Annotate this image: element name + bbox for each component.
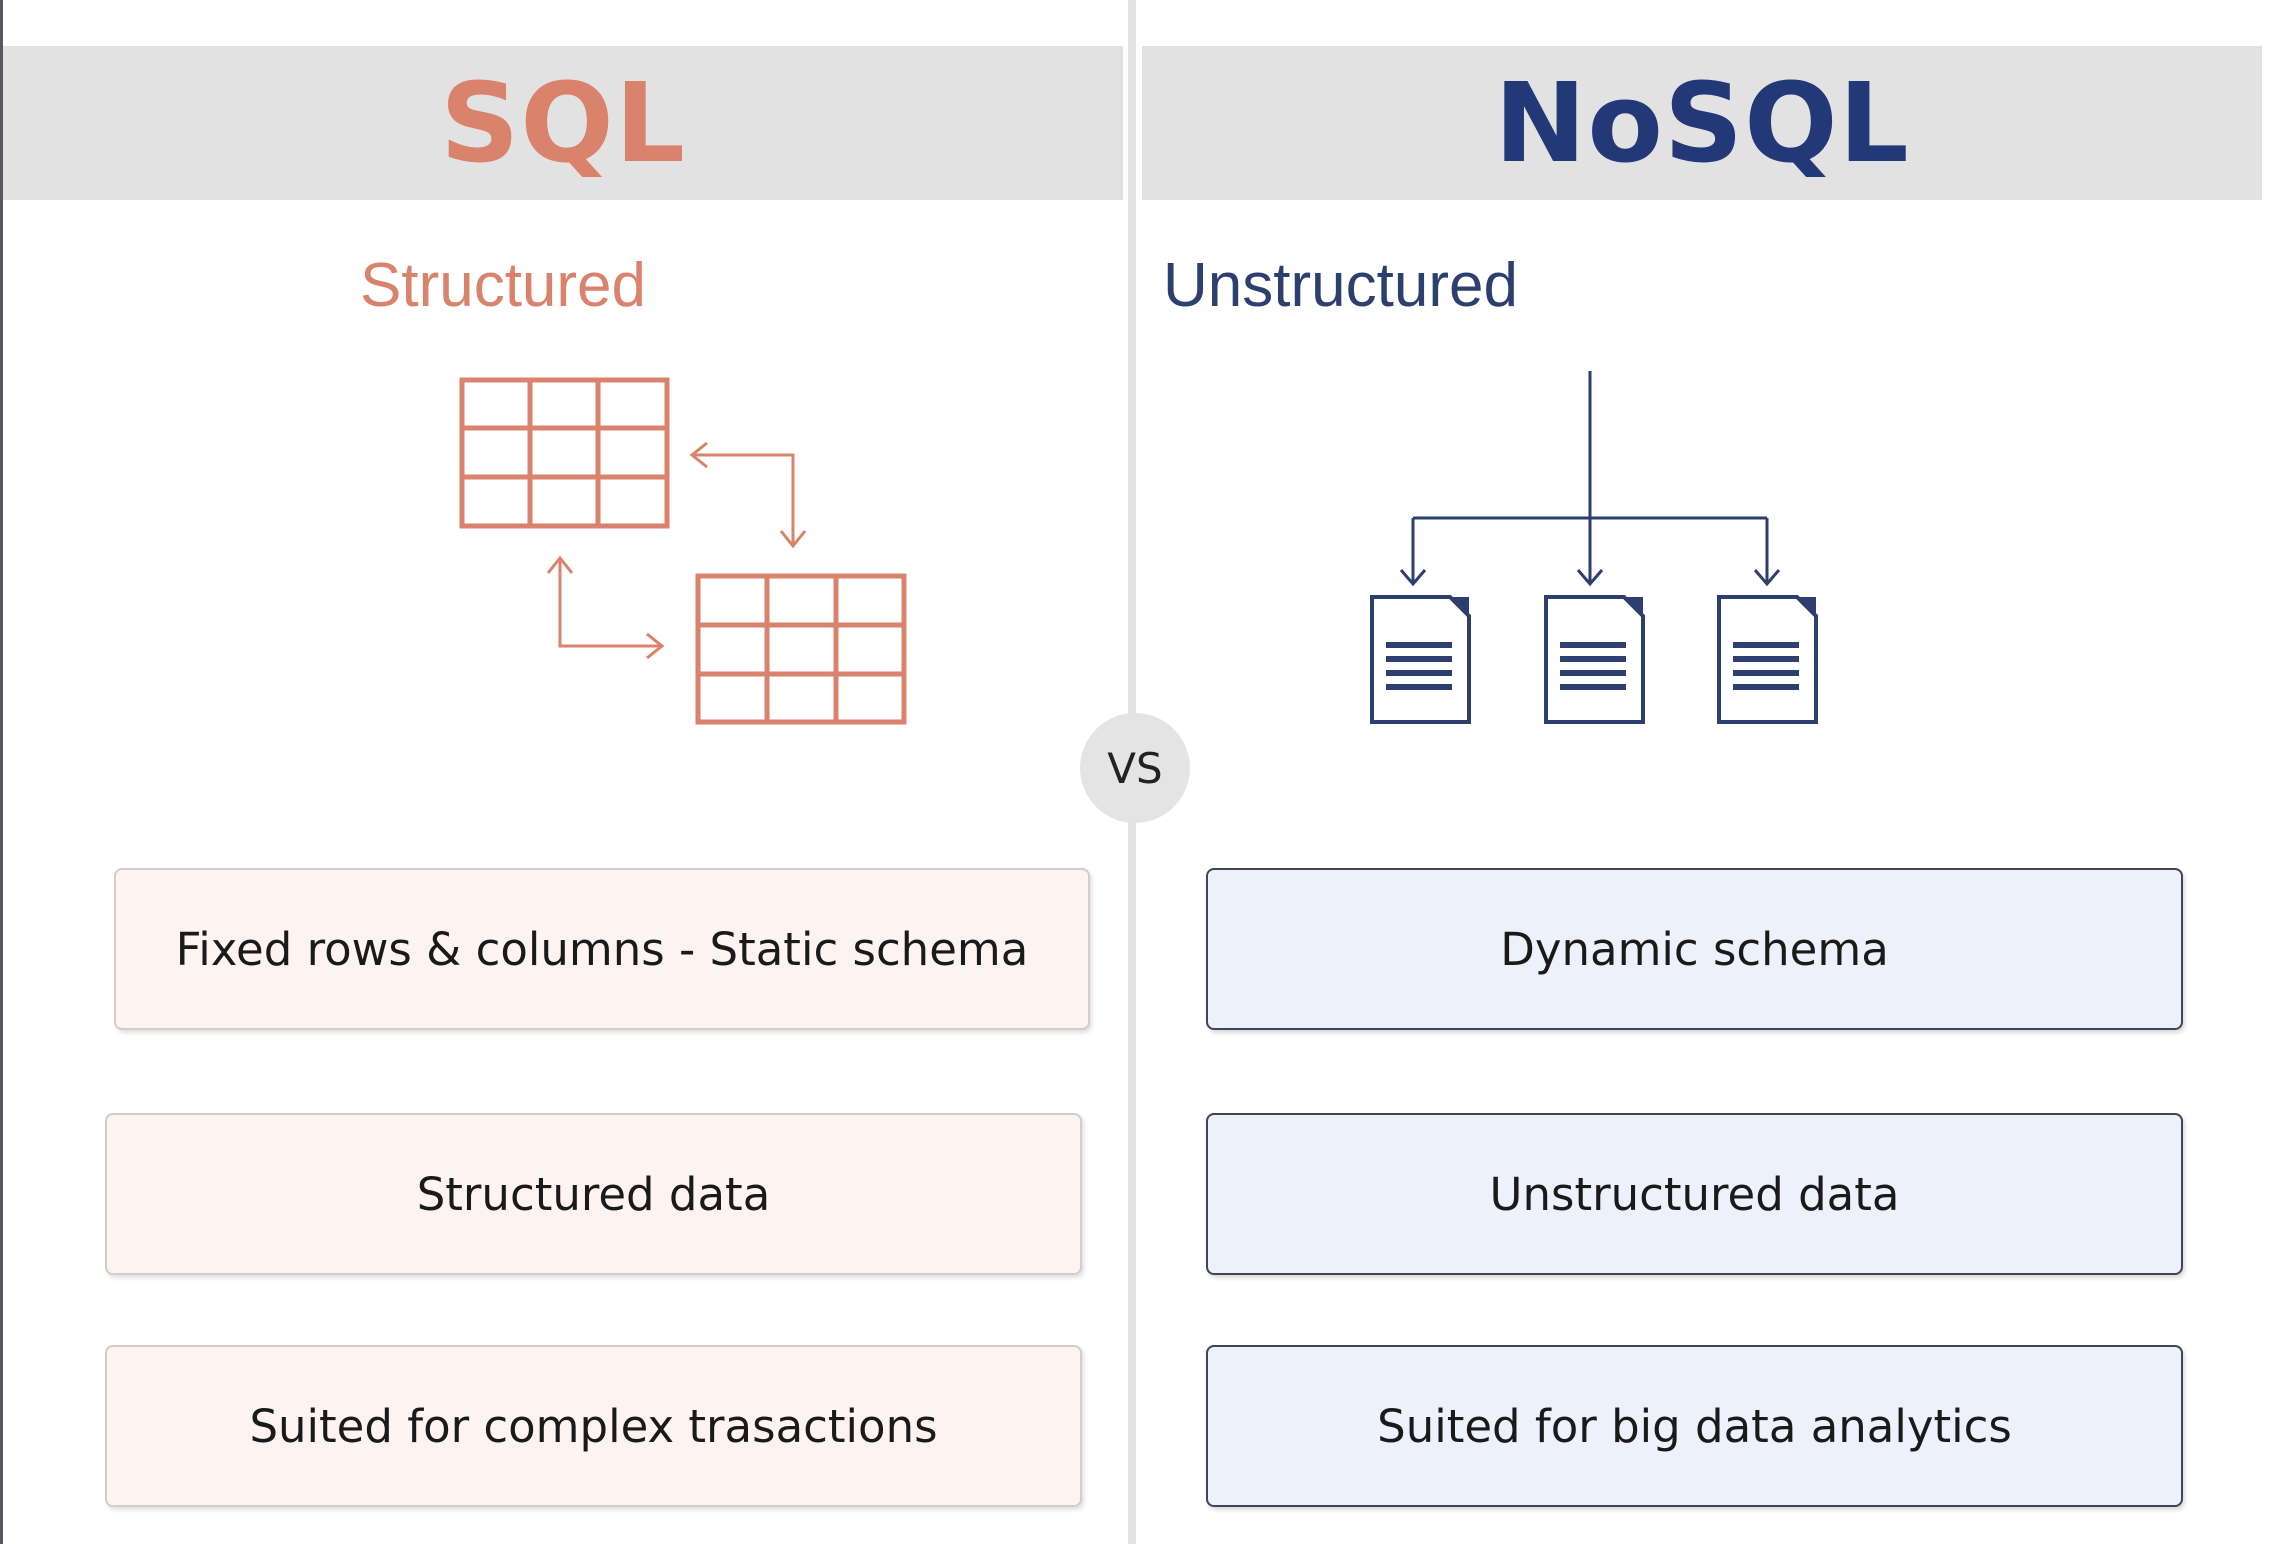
arrow-right-down-icon: [692, 453, 795, 546]
nosql-feature-box: Unstructured data: [1206, 1113, 2183, 1275]
sql-feature-text: Fixed rows & columns - Static schema: [175, 922, 1029, 976]
nosql-feature-text: Dynamic schema: [1500, 922, 1889, 976]
nosql-header: NoSQL: [1142, 46, 2262, 200]
arrow-up-right-icon: [558, 558, 662, 648]
nosql-feature-box: Dynamic schema: [1206, 868, 2183, 1030]
vs-badge: VS: [1080, 713, 1190, 823]
sql-feature-text: Structured data: [416, 1167, 771, 1221]
sql-feature-text: Suited for complex trasactions: [249, 1399, 938, 1453]
sql-feature-box: Fixed rows & columns - Static schema: [114, 868, 1090, 1030]
left-border: [0, 0, 3, 1544]
sql-header: SQL: [3, 46, 1123, 200]
nosql-title: NoSQL: [1494, 59, 1910, 187]
nosql-subtitle: Unstructured: [1163, 251, 1518, 320]
vs-label: VS: [1107, 743, 1163, 793]
sql-feature-box: Suited for complex trasactions: [105, 1345, 1082, 1507]
nosql-feature-text: Suited for big data analytics: [1377, 1399, 2012, 1453]
table-one-icon: [459, 377, 670, 529]
nosql-feature-box: Suited for big data analytics: [1206, 1345, 2183, 1507]
sql-feature-box: Structured data: [105, 1113, 1082, 1275]
sql-title: SQL: [440, 59, 686, 187]
sql-subtitle: Structured: [360, 251, 647, 320]
document-tree-icon: [1399, 371, 1781, 587]
table-two-icon: [695, 573, 907, 725]
nosql-feature-text: Unstructured data: [1489, 1167, 1900, 1221]
